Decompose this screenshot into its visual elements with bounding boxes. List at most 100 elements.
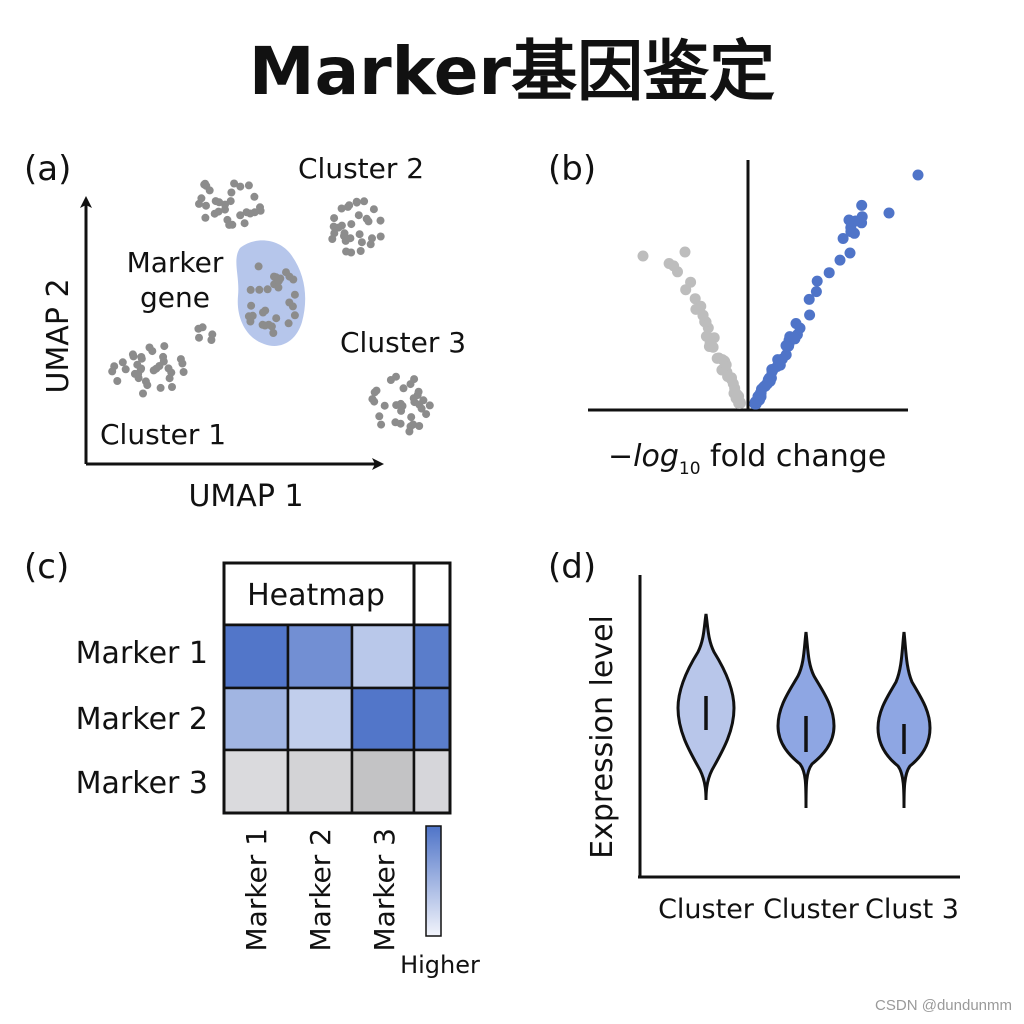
umap-point-cluster-3: [375, 412, 384, 421]
umap-point-cluster-2: [343, 202, 352, 211]
volcano-point-down: [700, 330, 712, 342]
volcano-x-label: −log10 fold change: [608, 439, 886, 479]
umap-point-cluster-3: [410, 375, 419, 384]
cluster-1-label: Cluster 1: [100, 418, 226, 451]
umap-point-marker-region: [247, 301, 256, 310]
umap-point-cluster-3: [405, 427, 414, 436]
volcano-x-label-log: log: [633, 439, 679, 474]
umap-point-marker-region: [269, 329, 278, 337]
umap-point-cluster-2: [366, 240, 375, 249]
panel-c-label: (c): [24, 547, 69, 587]
heatmap-cell: [286, 748, 354, 815]
volcano-point-up: [810, 286, 822, 298]
umap-point-marker-region: [282, 268, 290, 277]
umap-point-cluster-1: [149, 366, 158, 375]
umap-point-cluster-2: [329, 222, 338, 231]
umap-point-top: [197, 194, 206, 203]
marker-gene-label-line1: Marker: [127, 246, 224, 279]
panel-c: (c) Heatmap Marker 1 Marker 2 Marker 3 M…: [24, 547, 480, 979]
umap-point-top: [240, 219, 249, 228]
heatmap-cell: [350, 623, 416, 690]
umap-point-marker-region: [263, 285, 272, 294]
umap-point-top: [205, 186, 214, 195]
heatmap-header-box: [222, 561, 452, 627]
volcano-point-up: [780, 340, 792, 352]
umap-point-marker-region: [274, 283, 283, 292]
volcano-points: [637, 169, 924, 410]
umap-point-cluster-3: [372, 386, 381, 395]
volcano-point-up: [883, 207, 895, 219]
umap-point-marker-region: [290, 311, 299, 320]
heatmap-cell: [412, 623, 452, 690]
umap-point-cluster-1: [167, 368, 176, 377]
umap-point-marker-region: [255, 285, 264, 294]
umap-point-cluster-2: [368, 234, 376, 243]
umap-point-cluster-1: [160, 342, 169, 351]
heatmap-border: [222, 561, 452, 815]
umap-point-marker-region: [274, 276, 283, 285]
umap-point-marker-region: [285, 298, 294, 307]
umap-point-marker-region: [246, 285, 255, 294]
umap-point-top: [250, 192, 259, 201]
umap-point-cluster-1: [178, 359, 187, 368]
umap-point-top: [230, 179, 239, 188]
umap-point-top: [226, 197, 235, 206]
heatmap-cell: [350, 748, 416, 815]
panel-b: (b) −log10 fold change: [548, 149, 924, 479]
panel-a-label: (a): [24, 149, 71, 189]
heatmap-cell: [222, 748, 290, 815]
heatmap-col-label-3: Marker 3: [368, 828, 401, 952]
umap-point-cluster-3: [377, 420, 386, 429]
umap-point-top: [214, 207, 223, 216]
umap-point-bridge: [195, 333, 203, 342]
umap-point-top: [211, 197, 220, 206]
umap-points: [108, 179, 434, 436]
heatmap-row-label-2: Marker 2: [76, 702, 208, 737]
umap-point-marker-region: [261, 321, 269, 330]
heatmap-cell: [286, 686, 354, 752]
umap-point-cluster-2: [376, 232, 385, 241]
umap-point-cluster-1: [159, 352, 168, 361]
volcano-point-up: [834, 254, 846, 266]
umap-point-cluster-2: [357, 238, 366, 247]
cluster-2-label: Cluster 2: [298, 152, 424, 185]
umap-point-cluster-3: [397, 406, 406, 415]
volcano-point-up: [912, 169, 924, 181]
volcano-point-down: [716, 354, 728, 366]
umap-point-cluster-2: [346, 234, 355, 243]
heatmap-colorbar-label: Higher: [400, 951, 480, 979]
umap-point-marker-region: [259, 308, 267, 317]
umap-point-marker-region: [267, 322, 276, 331]
umap-point-top: [246, 209, 255, 218]
volcano-point-up: [844, 247, 856, 259]
umap-point-top: [236, 182, 245, 191]
heatmap-cell: [222, 623, 290, 690]
volcano-point-up: [845, 226, 857, 238]
heatmap-colorbar: [425, 825, 442, 937]
umap-point-cluster-3: [409, 420, 418, 429]
umap-point-top: [227, 188, 236, 197]
umap-point-marker-region: [290, 290, 299, 299]
umap-point-cluster-2: [364, 217, 373, 226]
umap-x-label: UMAP 1: [188, 479, 303, 514]
umap-point-cluster-2: [352, 198, 361, 207]
violin-3: [876, 631, 932, 809]
umap-point-cluster-1: [137, 353, 146, 361]
umap-point-cluster-2: [356, 247, 365, 255]
volcano-point-down: [668, 260, 680, 272]
cluster-3-label: Cluster 3: [340, 326, 466, 359]
umap-point-cluster-1: [141, 377, 150, 386]
violin-y-label: Expression level: [585, 615, 620, 859]
umap-point-top: [225, 220, 234, 229]
volcano-point-up: [789, 333, 801, 345]
volcano-point-up: [843, 214, 855, 226]
umap-point-bridge: [198, 323, 207, 332]
heatmap-col-label-2: Marker 2: [304, 828, 337, 952]
umap-point-marker-region: [248, 311, 257, 320]
panel-d-label: (d): [548, 547, 596, 587]
panel-d: (d) Expression level Cluster Cluster Clu…: [548, 547, 960, 925]
umap-point-cluster-2: [340, 229, 349, 238]
umap-point-cluster-1: [139, 389, 147, 398]
heatmap-header: Heatmap: [247, 578, 385, 613]
